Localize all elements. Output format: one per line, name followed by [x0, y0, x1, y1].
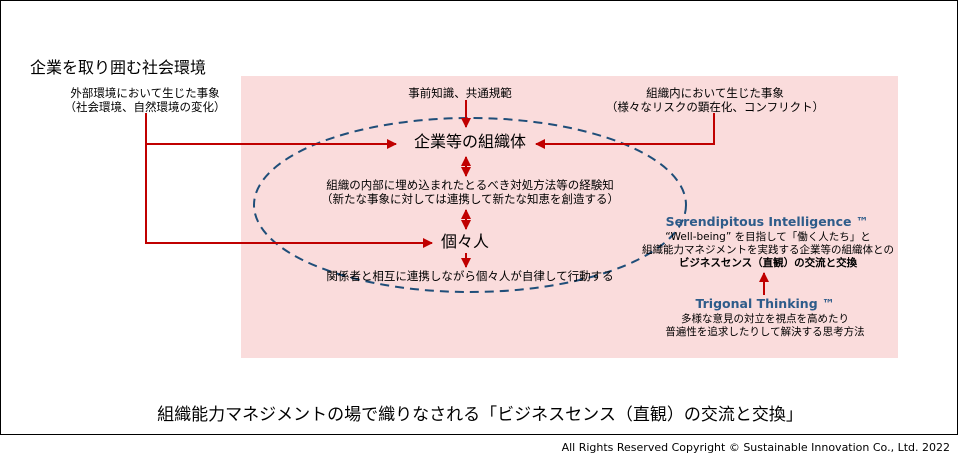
- diagram-caption: 組織能力マネジメントの場で織りなされる「ビジネスセンス（直観）の交流と交換」: [157, 405, 803, 425]
- external-to-individual-arrow: [145, 144, 433, 248]
- environment-title: 企業を取り囲む社会環境: [30, 58, 207, 77]
- serendipitous-title: Serendipitous Intelligence ™: [665, 214, 869, 229]
- autonomy-label: 関係者と相互に連携しながら個々人が自律して行動する: [326, 269, 614, 283]
- slide-frame: [0, 0, 958, 435]
- trigonal-title: Trigonal Thinking ™: [695, 296, 835, 311]
- serendipitous-description: “Well-being” を目指して「働く人たち」と 組織能力マネジメントを実践…: [642, 231, 894, 270]
- organization-node: 企業等の組織体: [413, 132, 526, 151]
- prerequisite-label: 事前知識、共通規範: [408, 86, 512, 100]
- external-to-org-arrow: [145, 113, 397, 149]
- copyright-notice: All Rights Reserved Copyright © Sustaina…: [561, 441, 950, 454]
- external-events-label: 外部環境において生じた事象 （社会環境、自然環境の変化）: [64, 86, 226, 115]
- internal-to-org-arrow: [535, 113, 715, 149]
- organization-ellipse: [253, 117, 687, 293]
- organization-area-background: [241, 76, 898, 358]
- individual-node: 個々人: [440, 232, 489, 251]
- internal-events-label: 組織内において生じた事象 （様々なリスクの顕在化、コンフリクト）: [605, 86, 825, 115]
- knowledge-label: 組織の内部に埋め込まれたとるべき対処方法等の経験知 （新たな事象に対しては連携し…: [320, 178, 620, 207]
- trigonal-description: 多様な意見の対立を視点を高めたり 普遍性を追求したりして解決する思考方法: [665, 313, 865, 339]
